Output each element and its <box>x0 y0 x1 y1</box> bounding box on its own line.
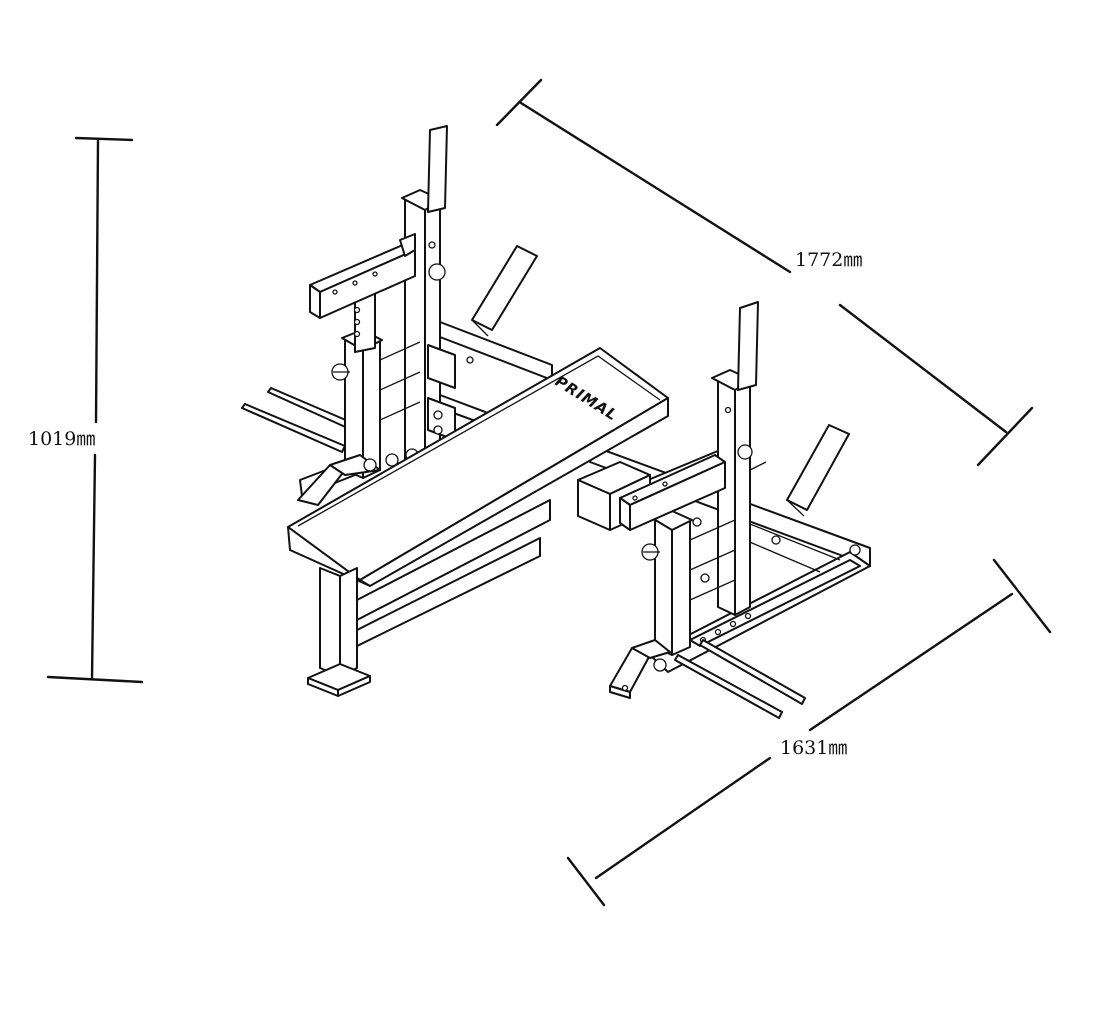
length-label: 1772㎜ <box>795 249 862 271</box>
right-storage-pegs <box>674 639 806 719</box>
left-foot <box>297 448 419 506</box>
left-cross-plates <box>427 344 474 441</box>
back-plate-horn-right <box>786 424 850 517</box>
left-spotter-arm <box>309 233 416 319</box>
length-dimension: 1772㎜ <box>495 78 1034 467</box>
back-plate-horn-left <box>471 245 538 337</box>
height-dimension: 1019㎜ <box>28 136 144 684</box>
width-label: 1631㎜ <box>780 737 847 759</box>
height-label: 1019㎜ <box>28 428 95 450</box>
width-dimension: 1631㎜ <box>566 558 1052 907</box>
left-storage-pegs <box>241 387 356 453</box>
right-spotter-arm <box>619 454 726 531</box>
right-foot <box>609 639 671 699</box>
bench-frame: PRIMAL <box>241 125 871 719</box>
right-base-rail <box>689 535 861 647</box>
right-upright-front <box>641 509 736 656</box>
right-upright-rear <box>711 301 767 616</box>
left-upright-front <box>331 289 421 479</box>
bench-pad: PRIMAL <box>287 347 669 587</box>
bench-front-leg <box>307 499 551 697</box>
